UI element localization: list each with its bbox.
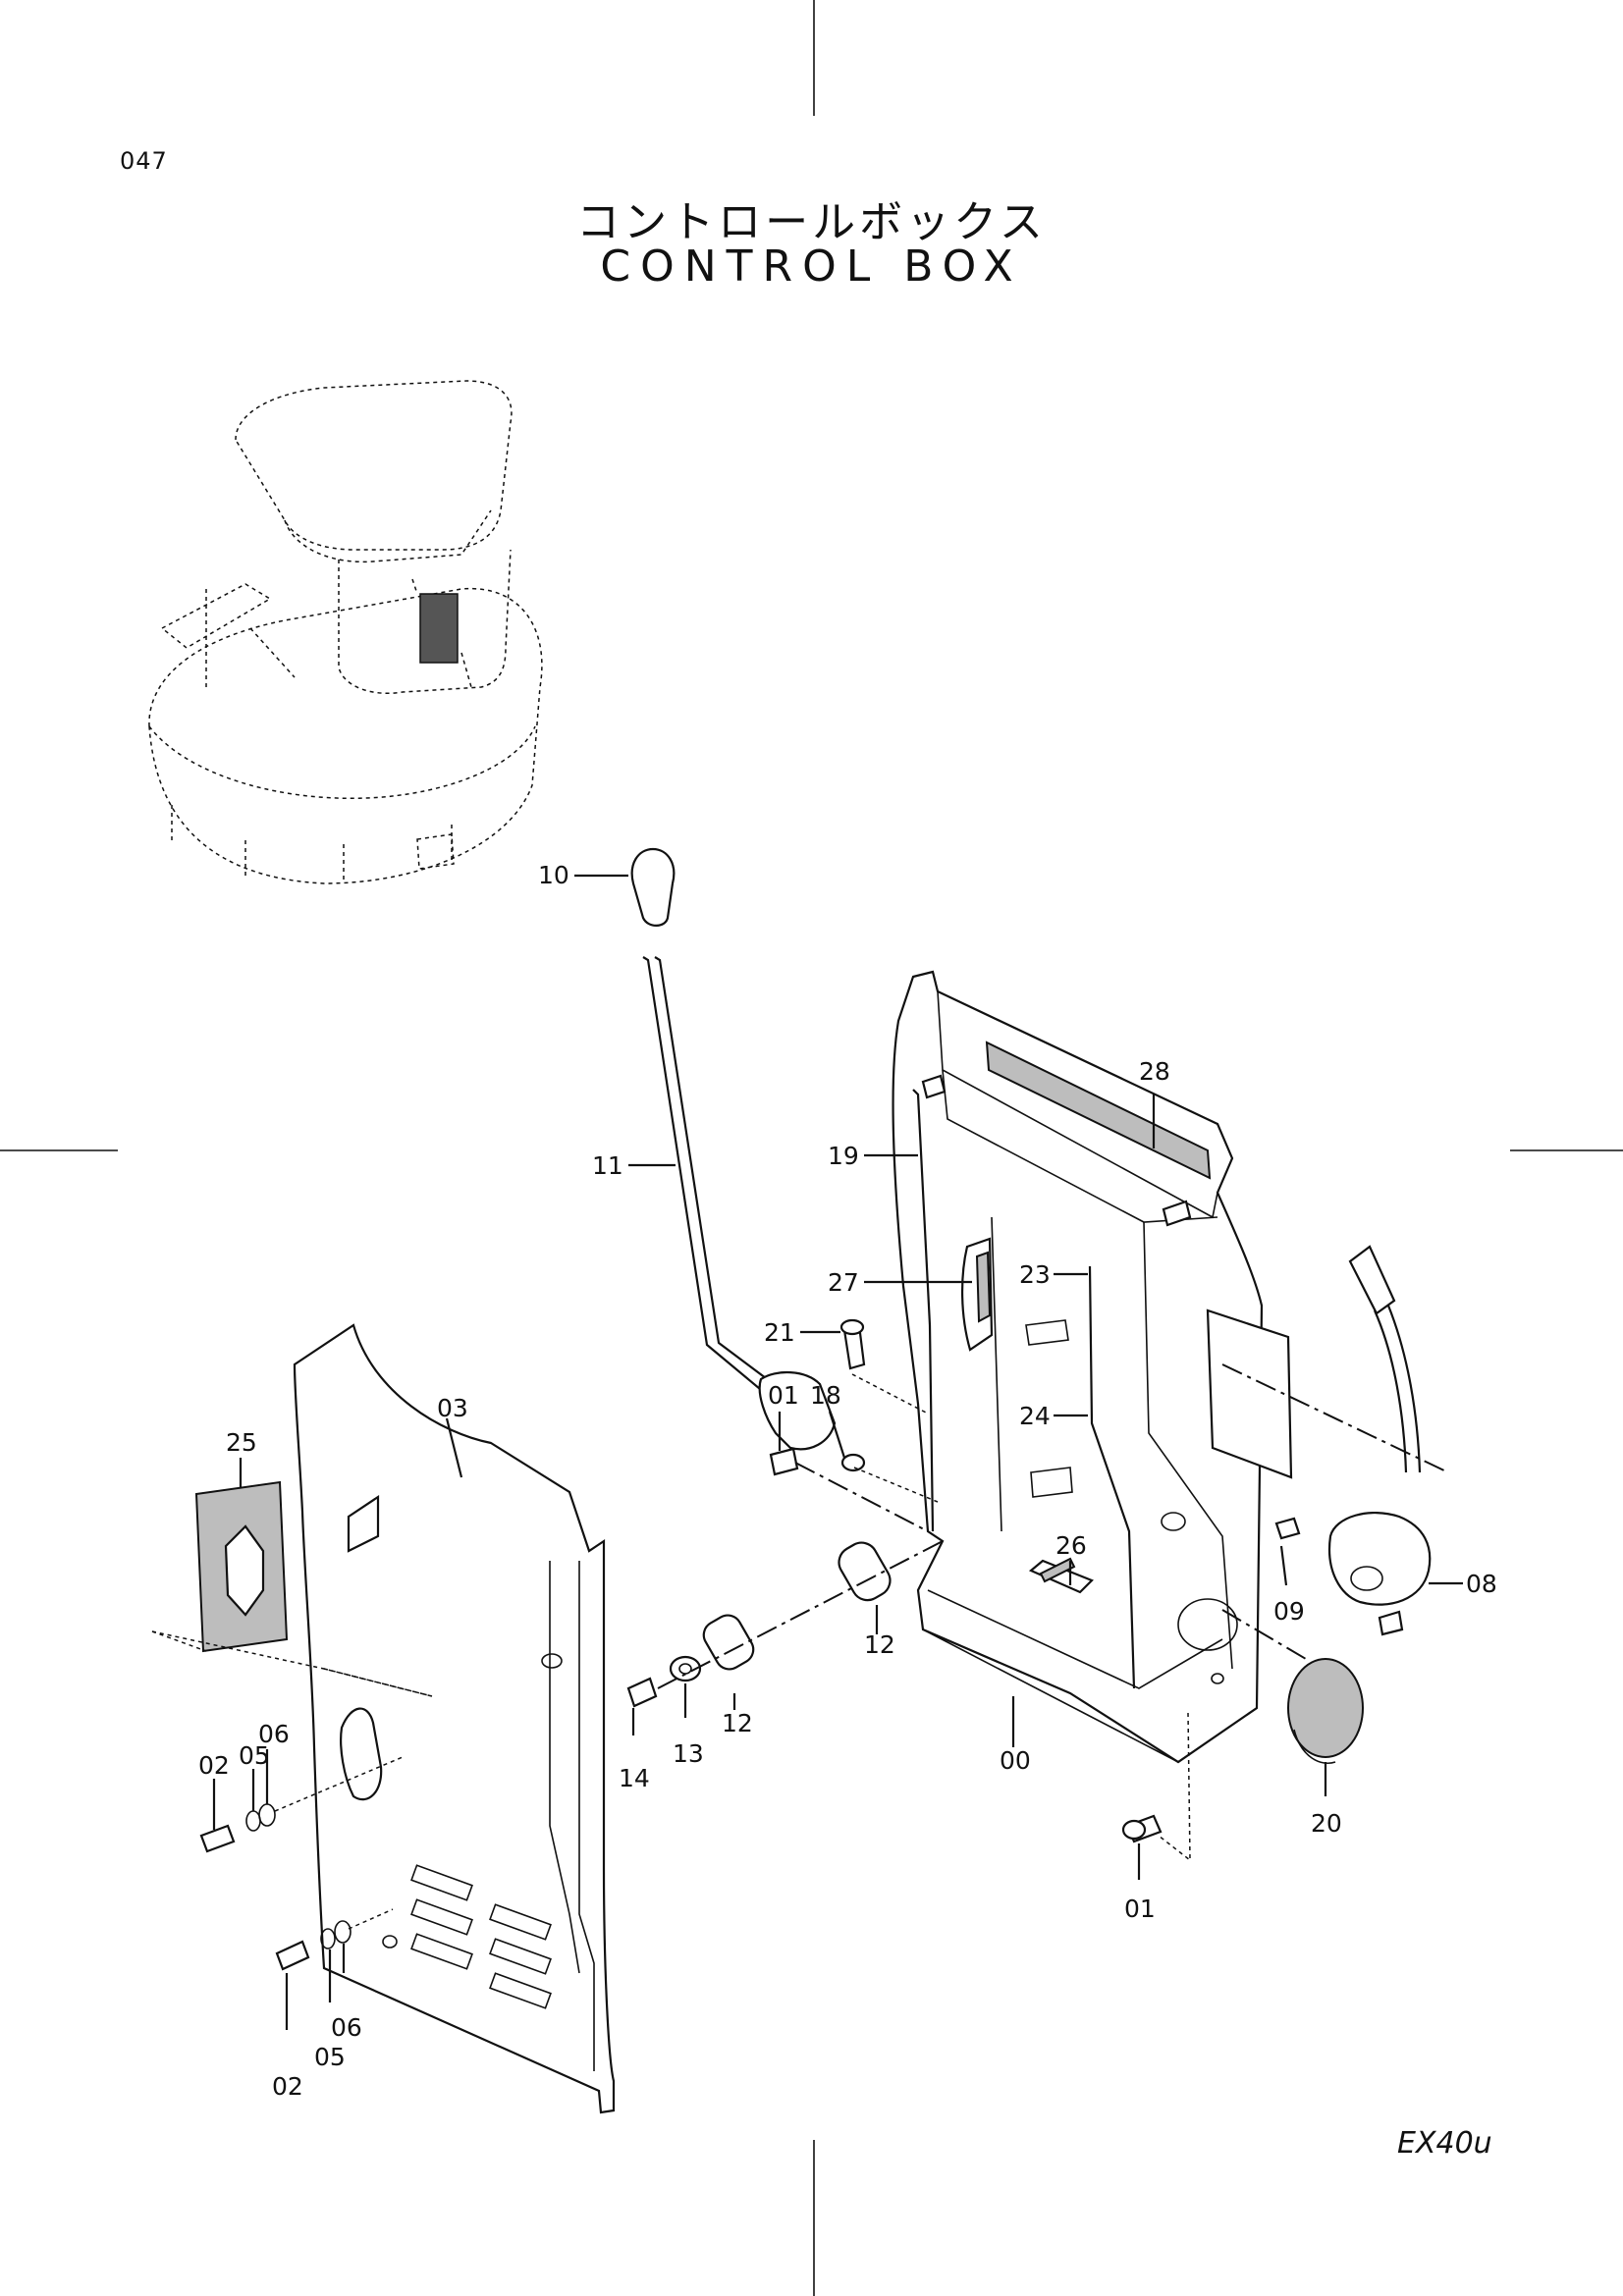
switch-assembly: [1221, 1245, 1449, 1660]
machine-overview: [148, 380, 543, 884]
callout-00: 00: [1000, 1746, 1031, 1775]
cover-vents: [410, 1864, 552, 2009]
callout-25: 25: [226, 1428, 257, 1457]
callout-02-upper: 02: [198, 1751, 230, 1780]
side-cover: [293, 1323, 616, 2114]
fasteners-frame: [769, 1318, 939, 1532]
callout-02-lower: 02: [272, 2072, 303, 2101]
callout-08: 08: [1466, 1570, 1497, 1598]
callout-11: 11: [592, 1151, 623, 1180]
cap-plug: [1287, 1658, 1364, 1764]
callout-01-upper: 01: [768, 1381, 799, 1410]
callout-24: 24: [1019, 1402, 1051, 1430]
callout-12-left: 12: [722, 1709, 753, 1737]
callout-20: 20: [1311, 1809, 1342, 1838]
fasteners-left: [199, 1756, 404, 1971]
control-lever: [630, 847, 837, 1451]
model-label: EX40u: [1397, 2126, 1492, 2161]
callout-27: 27: [828, 1268, 859, 1297]
callout-26: 26: [1055, 1531, 1087, 1560]
control-box-frame: [892, 970, 1293, 1764]
callout-09: 09: [1273, 1597, 1305, 1626]
callout-21: 21: [764, 1318, 795, 1347]
leader-lines: [212, 874, 1463, 2030]
bushing-assembly: [626, 1540, 944, 1708]
callout-13: 13: [673, 1739, 704, 1768]
callout-10: 10: [538, 861, 569, 889]
page-number: 047: [120, 147, 168, 175]
callout-01-lower: 01: [1124, 1895, 1156, 1923]
seal-pad: [151, 1480, 433, 1697]
callout-labels: 10 11 19 28 27 23 21 01 18 24 03 25 09 0…: [198, 861, 1497, 2101]
callout-05-upper: 05: [239, 1741, 270, 1770]
callout-18: 18: [810, 1381, 841, 1410]
callout-06-upper: 06: [258, 1720, 290, 1748]
callout-14: 14: [619, 1764, 650, 1792]
title-japanese: コントロールボックス: [576, 197, 1047, 247]
callout-28: 28: [1139, 1057, 1170, 1086]
callout-05-lower: 05: [314, 2043, 346, 2071]
callout-12-right: 12: [864, 1630, 895, 1659]
callout-19: 19: [828, 1142, 859, 1170]
title-english: CONTROL BOX: [600, 241, 1023, 292]
callout-23: 23: [1019, 1260, 1051, 1289]
callout-06-lower: 06: [331, 2013, 362, 2042]
callout-03: 03: [437, 1394, 468, 1422]
bolt-lower: [1121, 1712, 1191, 1862]
